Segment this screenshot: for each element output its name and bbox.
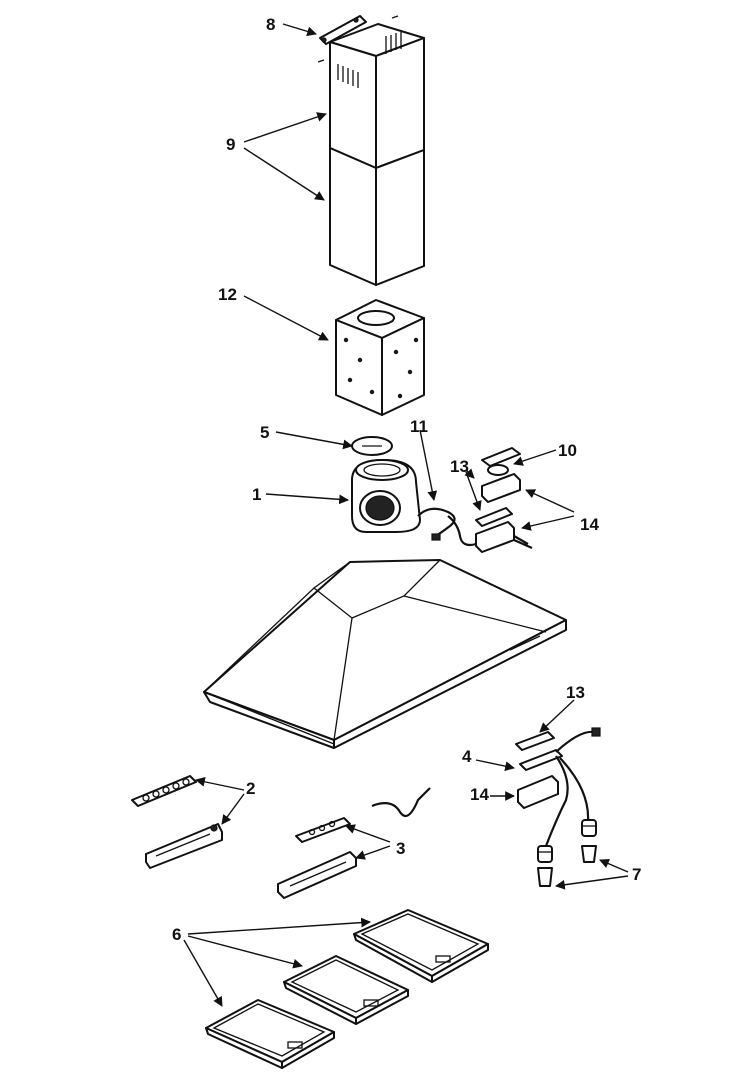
callout-2: 2	[246, 779, 255, 798]
light-housing-lower	[447, 515, 533, 553]
callout-9: 9	[226, 135, 235, 154]
callout-6: 6	[172, 925, 181, 944]
callout-14-upper: 14	[580, 515, 599, 534]
light-sockets	[537, 819, 597, 887]
chimney-cover	[329, 23, 425, 286]
hood-canopy	[203, 559, 567, 749]
callout-10: 10	[558, 441, 577, 460]
switch-harness	[371, 787, 431, 818]
callout-4: 4	[462, 747, 472, 766]
callout-8: 8	[266, 15, 275, 34]
leader-lines	[183, 23, 629, 1007]
callout-3: 3	[396, 839, 405, 858]
box-rivets	[343, 337, 419, 399]
callout-14-lower: 14	[470, 785, 489, 804]
blower-motor	[351, 459, 421, 533]
callout-1: 1	[252, 485, 261, 504]
callout-11: 11	[410, 417, 428, 436]
light-socket-assembly	[515, 727, 601, 847]
callout-13-lower: 13	[566, 683, 585, 702]
light-lens-lower	[475, 507, 513, 527]
control-panel-overlay	[131, 775, 197, 807]
mounting-bracket	[317, 15, 399, 63]
wire-connector	[431, 533, 441, 541]
control-switch-board	[145, 823, 223, 869]
light-lens-upper	[481, 447, 521, 467]
light-housing-upper	[481, 473, 521, 503]
chimney-vent-slots	[337, 32, 402, 88]
grease-filters	[205, 909, 489, 1069]
callout-5: 5	[260, 423, 269, 442]
light-bulb	[487, 464, 509, 476]
callout-12: 12	[218, 285, 237, 304]
motor-wiring	[417, 507, 456, 537]
switch-housing	[277, 851, 357, 899]
exhaust-collar	[351, 436, 393, 456]
callout-7: 7	[632, 865, 641, 884]
blower-housing-box	[335, 299, 425, 416]
callout-labels: 8 9 12 5 11 10 13 1 14 13 4 2 14 3 7 6	[172, 15, 641, 944]
callout-13-upper: 13	[450, 457, 469, 476]
switch-plate	[295, 817, 351, 843]
